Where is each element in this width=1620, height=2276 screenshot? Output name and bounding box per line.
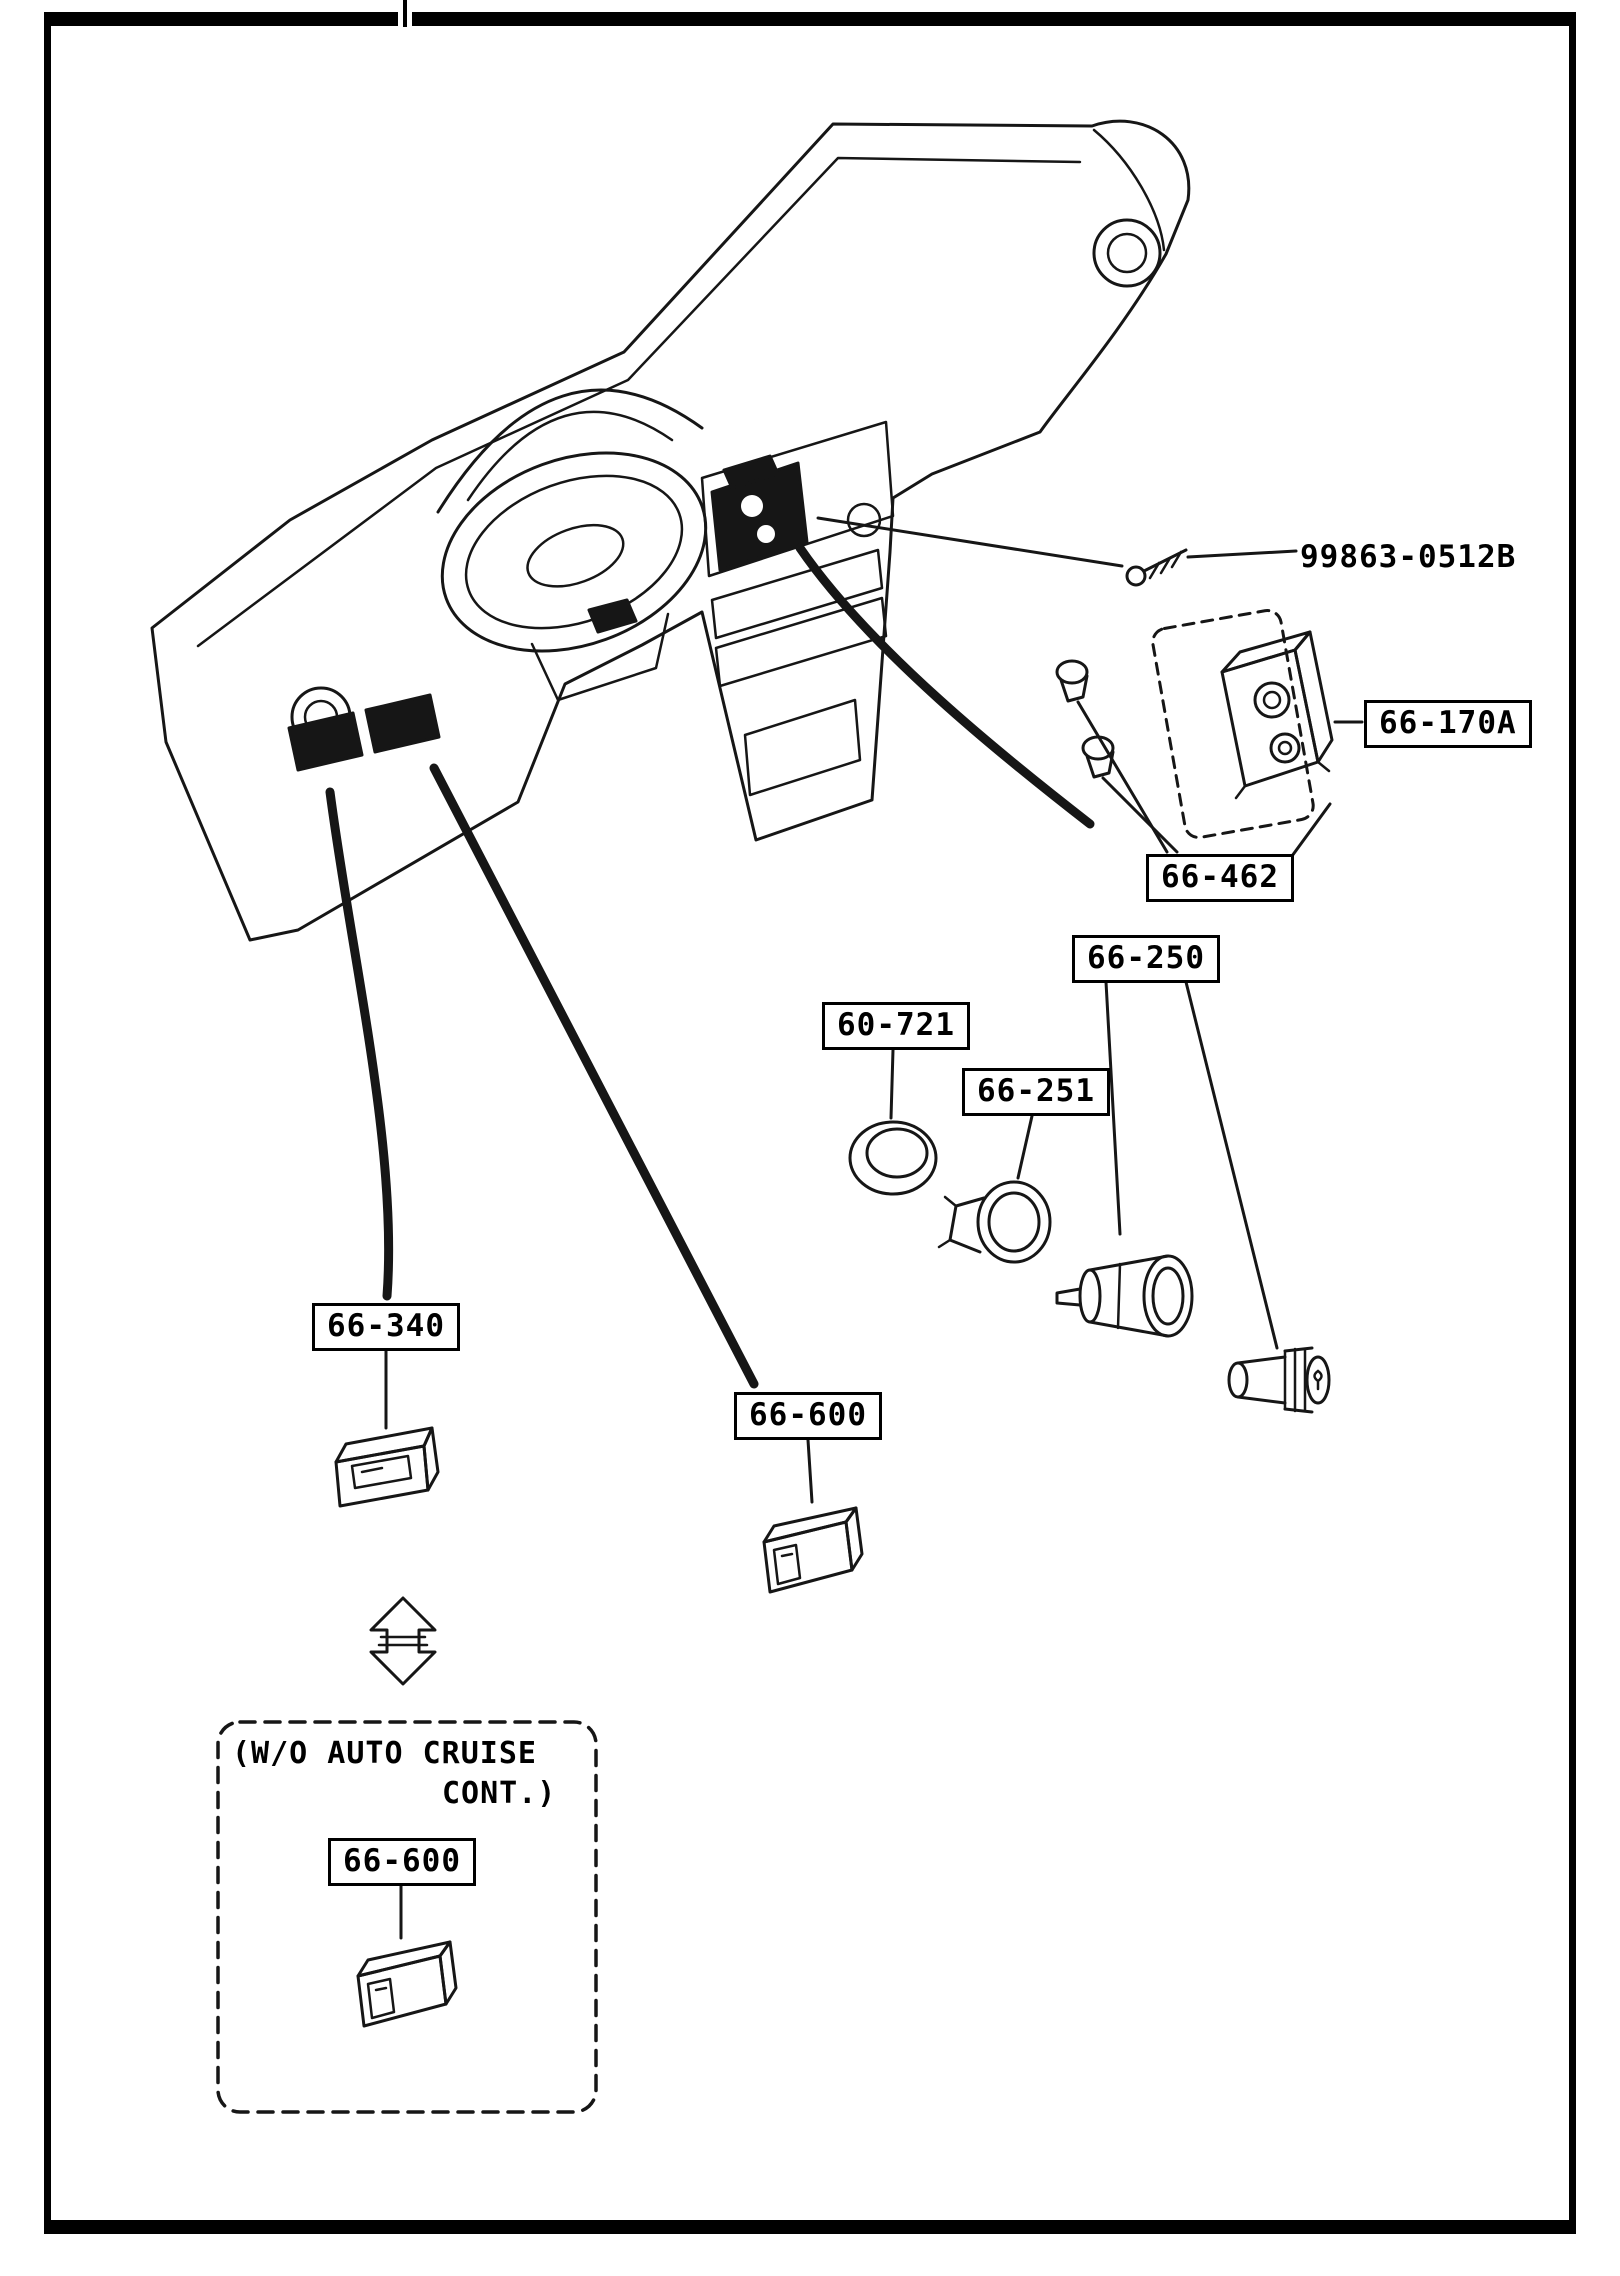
switch-66600-alt-drawing [356, 1940, 458, 2028]
dashboard-illustration [150, 119, 1191, 942]
callout-66-170A[interactable]: 66-170A [1364, 700, 1532, 748]
bulb-sockets-drawing [1055, 659, 1115, 779]
frame-registration-tick [403, 0, 407, 27]
lighter-knob-drawing [1227, 1346, 1331, 1414]
switch-66340-drawing [334, 1426, 440, 1508]
column-switch-knob [587, 598, 638, 634]
ring-60721-drawing [848, 1120, 938, 1196]
leader-lines-thick [325, 543, 1095, 1389]
callout-66-600-wo-cruise[interactable]: 66-600 [328, 1838, 476, 1886]
small-round-vent [846, 502, 882, 538]
callout-66-340[interactable]: 66-340 [312, 1303, 460, 1351]
switch-blank-openings [287, 693, 441, 772]
heater-control-unit [710, 454, 809, 572]
callout-66-250[interactable]: 66-250 [1072, 935, 1220, 983]
switch-66600-drawing [762, 1506, 864, 1594]
steering-wheel [440, 451, 708, 653]
leader-lines-thin [384, 516, 1364, 1940]
note-wo-auto-cruise-line1: (W/O AUTO CRUISE [232, 1736, 537, 1771]
page-frame [44, 12, 1576, 2234]
callout-66-251[interactable]: 66-251 [962, 1068, 1110, 1116]
callout-99863-0512B[interactable]: 99863-0512B [1300, 539, 1517, 575]
socket-housing-66251-drawing [937, 1180, 1052, 1264]
double-arrow-icon [369, 1596, 437, 1686]
wo-auto-cruise-group-box [216, 1720, 598, 2114]
lighter-socket-drawing [1055, 1254, 1194, 1338]
callout-60-721[interactable]: 60-721 [822, 1002, 970, 1050]
mounting-outline-dashed [1151, 609, 1315, 839]
note-wo-auto-cruise-line2: CONT.) [442, 1776, 557, 1811]
callout-66-462[interactable]: 66-462 [1146, 854, 1294, 902]
callout-66-600[interactable]: 66-600 [734, 1392, 882, 1440]
switch-66170a-drawing [1220, 630, 1334, 800]
right-vent-icon [1092, 218, 1162, 288]
center-stack [700, 420, 895, 797]
screw-drawing [1125, 548, 1188, 587]
